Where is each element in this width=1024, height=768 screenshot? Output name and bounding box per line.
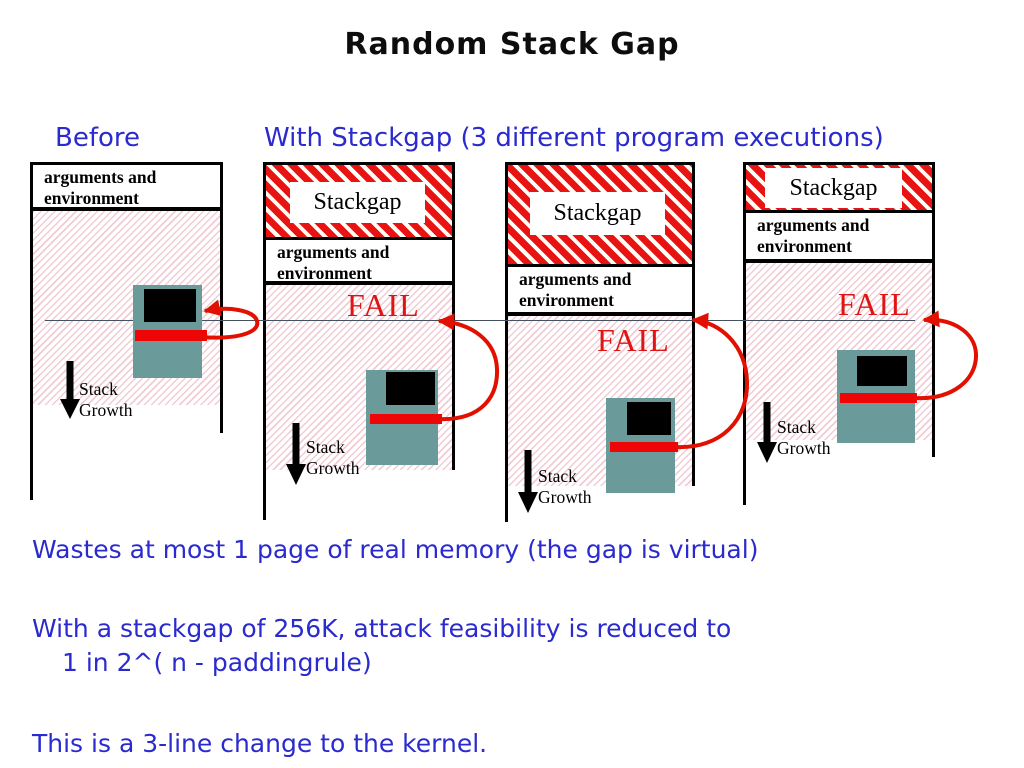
machine-screen-icon: [857, 356, 907, 386]
attack-machine-icon: [366, 370, 442, 465]
injected-code-bar: [370, 414, 442, 424]
args-env-label: environment: [277, 263, 372, 283]
stackgap-label: Stackgap: [765, 168, 902, 208]
stack-growth-label: Stack Growth: [79, 379, 133, 420]
args-env-label: arguments and: [44, 167, 157, 187]
injected-code-bar: [840, 393, 917, 403]
attack-address-line: [45, 320, 915, 321]
note-kernel-change: This is a 3-line change to the kernel.: [32, 729, 488, 758]
fail-label: FAIL: [347, 287, 420, 323]
args-env-label: environment: [519, 290, 614, 310]
machine-screen-icon: [386, 372, 435, 405]
args-env-label: arguments and: [519, 269, 632, 289]
args-env-box-1: arguments and environment: [30, 162, 223, 211]
stack-growth-label: Stack Growth: [538, 466, 592, 507]
machine-screen-icon: [627, 402, 671, 435]
stackgap-box-3: Stackgap: [743, 162, 935, 213]
attack-jump-arrow-2: [437, 313, 500, 422]
args-env-label: arguments and: [757, 215, 870, 235]
stack-growth-arrow: [286, 423, 306, 485]
attack-jump-arrow-1: [199, 299, 260, 340]
attack-machine-icon: [133, 285, 207, 378]
note-feasibility-formula: 1 in 2^( n - paddingrule): [62, 648, 372, 677]
args-env-label: environment: [44, 188, 139, 208]
box-border-tail: [263, 470, 266, 520]
args-env-label: environment: [757, 236, 852, 256]
note-wastes: Wastes at most 1 page of real memory (th…: [32, 535, 759, 564]
note-feasibility: With a stackgap of 256K, attack feasibil…: [32, 614, 732, 643]
box-border-tail: [743, 440, 746, 505]
args-env-box-2: arguments and environment: [263, 240, 455, 285]
machine-screen-icon: [144, 289, 196, 322]
stackgap-box-1: Stackgap: [263, 162, 455, 240]
heading-before: Before: [55, 123, 141, 153]
attack-jump-arrow-3: [675, 312, 750, 450]
stack-growth-arrow: [757, 402, 777, 463]
stack-growth-label: Stack Growth: [306, 437, 360, 478]
page-title: Random Stack Gap: [344, 27, 680, 62]
box-border-tail: [220, 405, 223, 433]
stackgap-label: Stackgap: [290, 182, 425, 223]
heading-with-stackgap: With Stackgap (3 different program execu…: [264, 123, 884, 153]
attack-machine-icon: [837, 350, 917, 443]
attack-jump-arrow-4: [914, 310, 979, 401]
box-border-tail: [932, 440, 935, 457]
stack-growth-arrow: [60, 361, 80, 419]
injected-code-bar: [135, 330, 207, 341]
stackgap-label: Stackgap: [530, 192, 665, 235]
injected-code-bar: [610, 442, 678, 452]
stack-growth-label: Stack Growth: [777, 417, 831, 458]
attack-machine-icon: [606, 398, 678, 493]
fail-label: FAIL: [597, 322, 670, 358]
stackgap-box-2: Stackgap: [505, 162, 695, 267]
box-border-tail: [505, 486, 508, 522]
fail-label: FAIL: [838, 286, 911, 322]
box-border-tail: [30, 405, 33, 500]
args-env-box-3: arguments and environment: [505, 267, 695, 316]
args-env-label: arguments and: [277, 242, 390, 262]
args-env-box-4: arguments and environment: [743, 213, 935, 263]
stack-growth-arrow: [518, 450, 538, 513]
